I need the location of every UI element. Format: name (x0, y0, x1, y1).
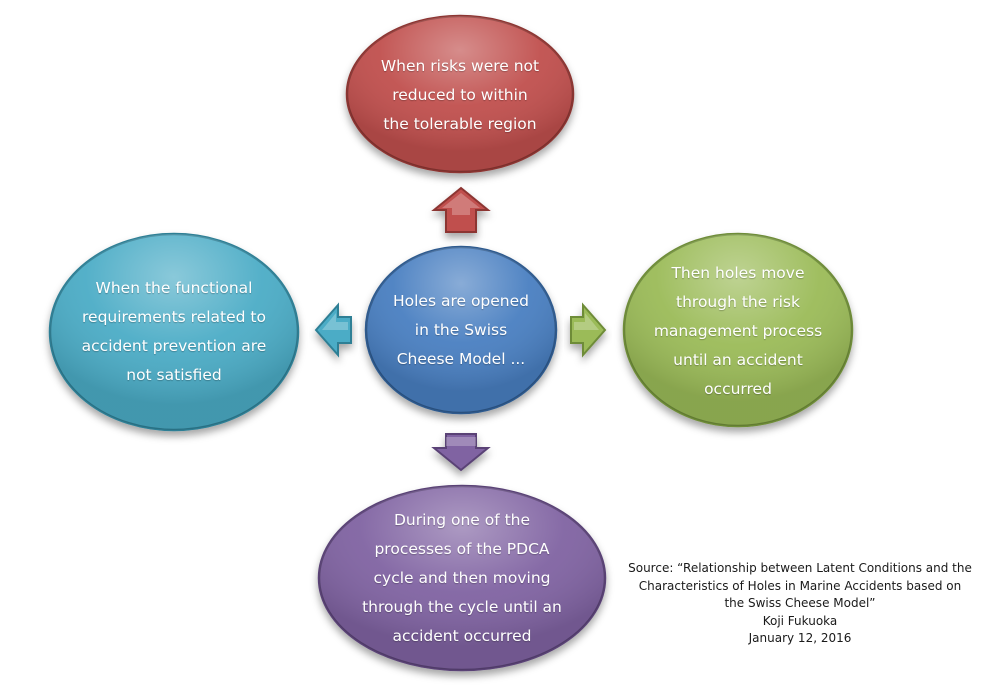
arrow-left-icon (314, 302, 352, 358)
top-node-text: When risks were not reduced to within th… (360, 40, 560, 150)
right-node-line: until an accident (673, 350, 803, 369)
source-line-2: Characteristics of Holes in Marine Accid… (638, 578, 962, 593)
source-author: Koji Fukuoka (762, 613, 838, 628)
bottom-ellipse (317, 484, 607, 672)
top-node-line: the tolerable region (383, 114, 537, 133)
center-ellipse (364, 245, 558, 415)
source-line-3: the Swiss Cheese Model” (724, 596, 876, 610)
bottom-node-line: through the cycle until an (362, 597, 562, 616)
center-node-line: in the Swiss (414, 320, 508, 339)
left-node-line: requirements related to (82, 308, 266, 326)
right-node-line: occurred (704, 379, 772, 398)
center-node-text: Holes are opened in the Swiss Cheese Mod… (381, 282, 541, 378)
bottom-node-line: cycle and then moving (373, 568, 551, 587)
source-line-1: Source: “Relationship between Latent Con… (628, 561, 972, 575)
left-node-line: not satisfied (126, 366, 222, 384)
center-node-line: Cheese Model ... (396, 349, 526, 368)
source-citation: Source: “Relationship between Latent Con… (618, 560, 982, 648)
arrow-right-icon (570, 302, 607, 358)
left-node-text: When the functional requirements related… (64, 268, 284, 396)
left-ellipse (48, 232, 300, 432)
left-node-line: When the functional (95, 279, 253, 297)
right-node-line: management process (653, 321, 823, 340)
right-node-line: through the risk (676, 292, 800, 311)
bottom-node-line: During one of the (393, 510, 531, 529)
top-node-line: When risks were not (380, 56, 540, 75)
bottom-node-line: processes of the PDCA (374, 539, 550, 558)
top-node-line: reduced to within (392, 85, 528, 104)
arrow-down-icon (431, 433, 491, 472)
arrow-up-icon (431, 186, 491, 233)
bottom-node-line: accident occurred (392, 626, 532, 645)
right-node-line: Then holes move (671, 263, 805, 282)
left-node-line: accident prevention are (81, 337, 267, 355)
bottom-node-text: During one of the processes of the PDCA … (352, 502, 572, 654)
right-node-text: Then holes move through the risk managem… (638, 256, 838, 406)
source-date: January 12, 2016 (748, 631, 852, 645)
center-node-line: Holes are opened (392, 291, 530, 310)
right-ellipse (622, 232, 854, 428)
top-ellipse (345, 14, 575, 174)
